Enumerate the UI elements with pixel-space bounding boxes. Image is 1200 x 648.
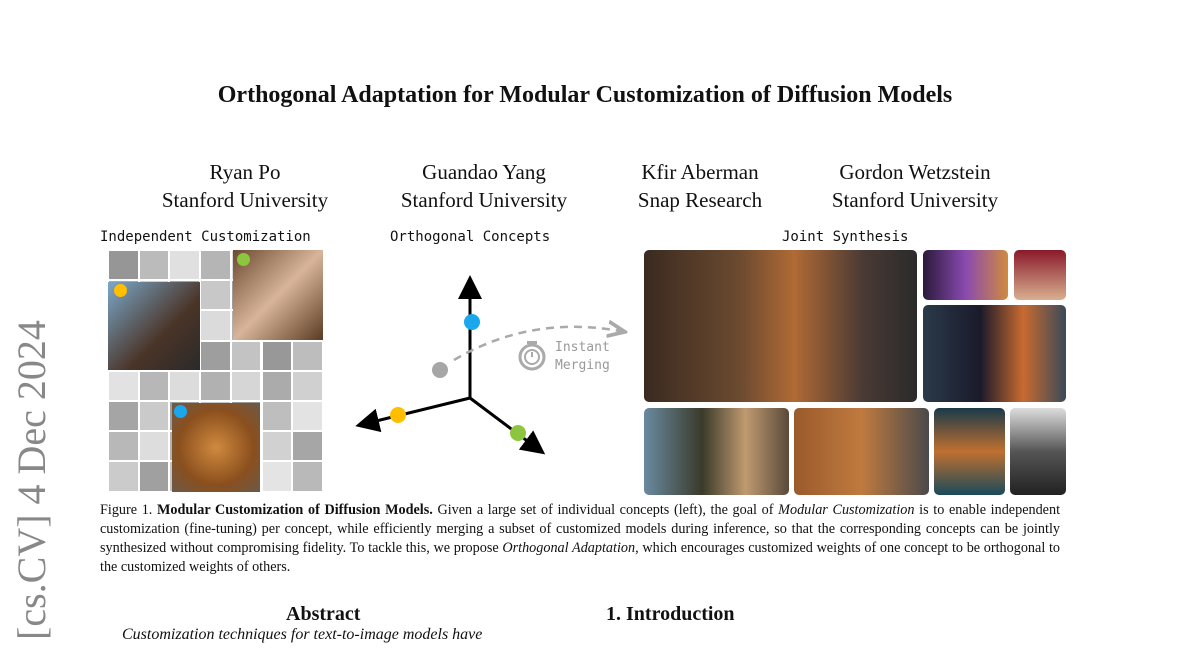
author-name: Kfir Aberman <box>641 160 759 184</box>
paper-title: Orthogonal Adaptation for Modular Custom… <box>217 82 953 108</box>
concept-thumbnail <box>108 401 139 432</box>
concept-thumbnail <box>261 370 293 401</box>
joint-image-main <box>644 250 917 402</box>
caption-text: Given a large set of individual concepts… <box>432 502 779 518</box>
concept-thumbnail <box>138 370 170 401</box>
joint-image-8 <box>1010 408 1066 495</box>
author-affiliation: Snap Research <box>637 188 763 212</box>
author-affiliation: Stanford University <box>161 188 329 212</box>
caption-title: Modular Customization of Diffusion Model… <box>157 502 433 518</box>
merge-label-line2: Merging <box>555 358 610 373</box>
concept-thumbnail <box>138 431 170 462</box>
axis-right <box>469 396 546 455</box>
panel-label-orthogonal: Orthogonal Concepts <box>390 229 551 245</box>
author-affiliation: Stanford University <box>400 188 568 212</box>
author-affiliation: Stanford University <box>831 188 999 212</box>
concept-thumbnail <box>292 401 323 432</box>
concept-thumbnail <box>138 461 170 492</box>
panel-label-joint: Joint Synthesis <box>782 229 909 245</box>
concept-dot-blue <box>174 405 187 418</box>
merge-arrow <box>453 327 620 362</box>
point-blue <box>464 314 480 330</box>
author-name: Guandao Yang <box>422 160 546 184</box>
concept-thumbnail <box>261 431 293 462</box>
concept-dot-green <box>237 253 250 266</box>
concept-thumbnail <box>138 401 170 432</box>
abstract-heading: Abstract <box>286 603 361 625</box>
caption-prefix: Figure 1. <box>100 502 158 518</box>
concept-image-dog <box>172 403 260 492</box>
stopwatch-icon <box>518 341 546 371</box>
concept-thumbnail <box>169 370 201 401</box>
caption-text: is to enable independent customization (… <box>100 502 1061 556</box>
axis-left <box>355 396 471 433</box>
caption-emphasis: Modular Customization <box>778 502 915 518</box>
concept-thumbnail <box>108 250 139 281</box>
concept-thumbnail <box>292 340 323 371</box>
introduction-heading: 1. Introduction <box>606 603 735 625</box>
concept-thumbnail <box>200 280 231 311</box>
joint-image-7 <box>934 408 1005 495</box>
point-green <box>510 425 526 441</box>
concept-dot-yellow <box>114 284 127 297</box>
concept-thumbnail <box>261 401 293 432</box>
author-1: Ryan Po Stanford University <box>125 158 365 214</box>
point-gray <box>432 362 448 378</box>
concept-image-woman <box>233 250 323 340</box>
concept-thumbnail <box>292 461 323 492</box>
concept-thumbnail <box>200 370 231 401</box>
concept-image-man <box>108 282 200 370</box>
joint-image-2 <box>923 250 1008 300</box>
author-name: Gordon Wetzstein <box>839 160 991 184</box>
concept-thumbnail <box>108 370 139 401</box>
concept-thumbnail <box>200 250 231 281</box>
concept-thumbnail <box>261 461 293 492</box>
panel-label-independent: Independent Customization <box>100 229 311 245</box>
concept-thumbnail <box>108 461 139 492</box>
joint-image-6 <box>794 408 929 495</box>
author-name: Ryan Po <box>209 160 281 184</box>
concept-thumbnail <box>230 340 262 371</box>
concept-thumbnail <box>200 340 231 371</box>
arxiv-identifier: [cs.CV] 4 Dec 2024 <box>9 320 54 640</box>
joint-image-5 <box>644 408 789 495</box>
point-yellow <box>390 407 406 423</box>
concept-thumbnail <box>169 250 201 281</box>
caption-text: , which encourages customized weights of… <box>100 540 1060 575</box>
concept-thumbnail <box>292 370 323 401</box>
figure-caption: Figure 1. Modular Customization of Diffu… <box>100 501 1060 577</box>
concept-thumbnail <box>292 431 323 462</box>
abstract-text: Customization techniques for text-to-ima… <box>122 626 483 643</box>
caption-emphasis: Orthogonal Adaptation <box>502 540 636 556</box>
concept-thumbnail <box>230 370 262 401</box>
concept-thumbnail <box>108 431 139 462</box>
joint-image-4 <box>923 305 1066 402</box>
concept-thumbnail <box>138 250 170 281</box>
concept-thumbnail <box>200 310 231 341</box>
merge-label-line1: Instant <box>555 340 610 355</box>
concept-thumbnail <box>261 340 293 371</box>
joint-image-3 <box>1014 250 1066 300</box>
